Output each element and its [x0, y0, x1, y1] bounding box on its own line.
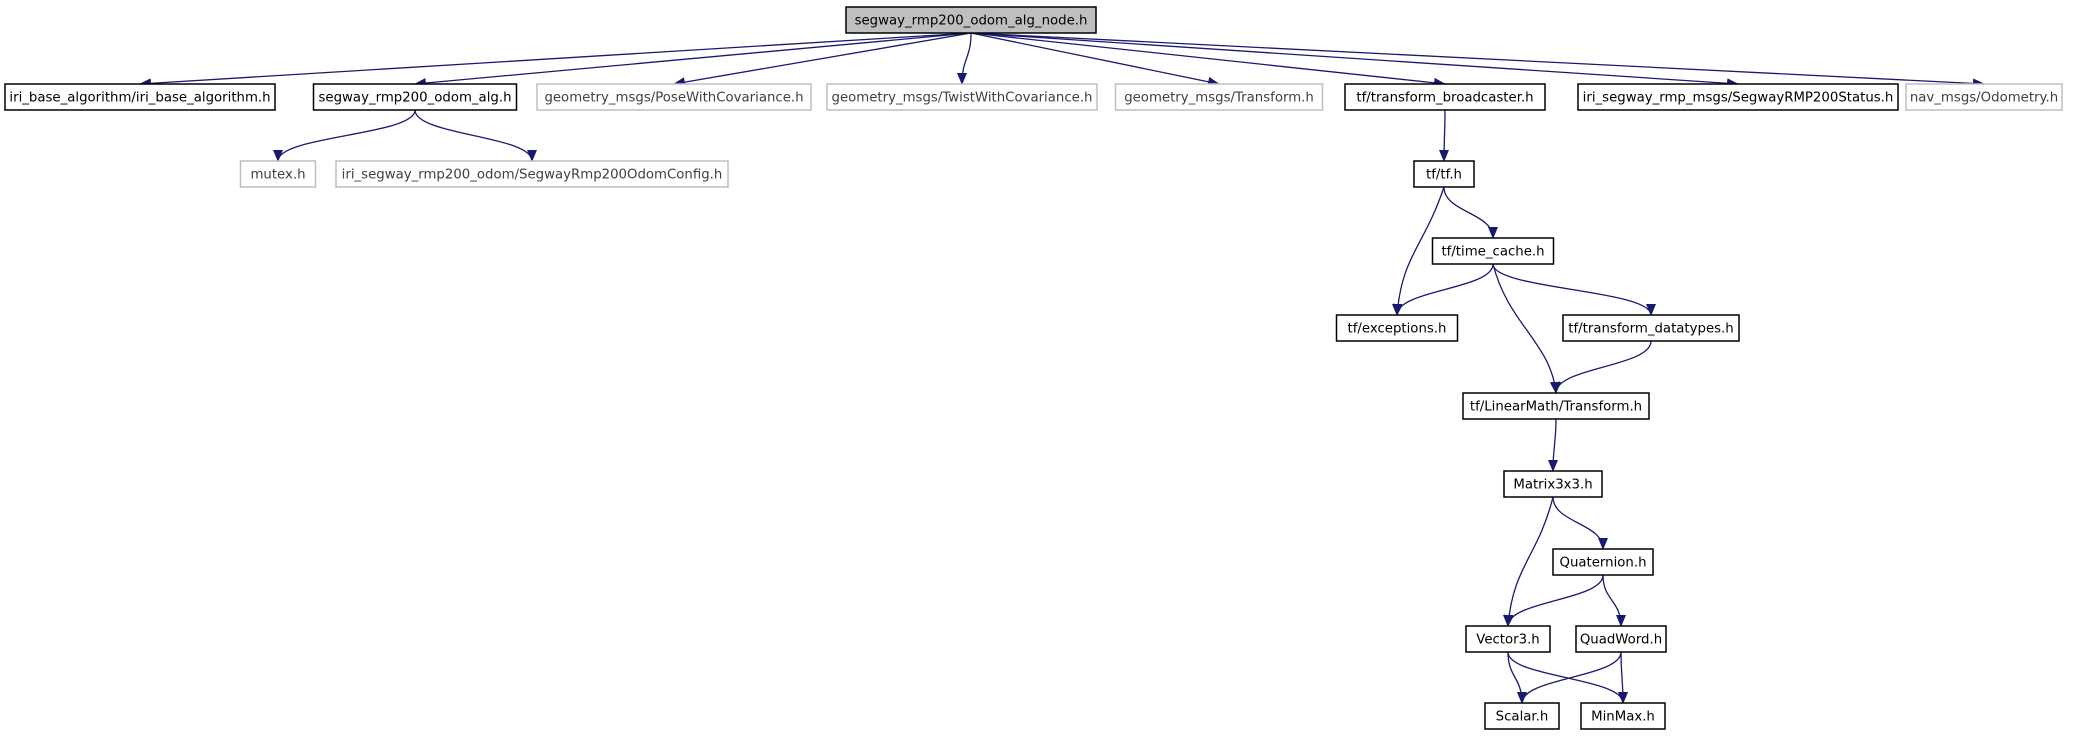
- node-v3-label: Vector3.h: [1476, 633, 1540, 648]
- node-mutex: mutex.h: [239, 160, 317, 188]
- node-tfbr-label: tf/transform_broadcaster.h: [1356, 91, 1533, 106]
- node-tftf-label: tf/tf.h: [1426, 168, 1462, 183]
- edge-tcache-to-tdt: [1492, 263, 1656, 316]
- edge-salg-to-scfg: [414, 109, 537, 162]
- node-sstat-box: [1577, 83, 1899, 111]
- edge-lmt-to-m3: [1548, 418, 1559, 472]
- node-scal[interactable]: Scalar.h: [1484, 702, 1560, 730]
- node-mutex-box: [239, 160, 317, 188]
- node-lmt-box: [1462, 392, 1650, 420]
- node-qw-label: QuadWord.h: [1580, 633, 1662, 648]
- node-qw-box: [1575, 625, 1667, 653]
- edge-m3-to-v3: [1503, 496, 1554, 627]
- edge-root-to-iriba: [139, 32, 972, 89]
- node-odom-label: nav_msgs/Odometry.h: [1910, 91, 2058, 106]
- node-minmax-box: [1580, 702, 1666, 730]
- node-exc[interactable]: tf/exceptions.h: [1335, 314, 1459, 342]
- edge-qw-to-minmax: [1617, 651, 1628, 704]
- node-odom: nav_msgs/Odometry.h: [1905, 83, 2063, 111]
- node-v3[interactable]: Vector3.h: [1465, 625, 1551, 653]
- edge-tcache-to-lmt: [1492, 263, 1560, 394]
- node-twist: geometry_msgs/TwistWithCovariance.h: [826, 83, 1098, 111]
- node-lmt[interactable]: tf/LinearMath/Transform.h: [1462, 392, 1650, 420]
- edge-m3-to-quat: [1552, 496, 1608, 550]
- node-qw[interactable]: QuadWord.h: [1575, 625, 1667, 653]
- node-sstat[interactable]: iri_segway_rmp_msgs/SegwayRMP200Status.h: [1577, 83, 1899, 111]
- node-gtrans-label: geometry_msgs/Transform.h: [1124, 91, 1314, 106]
- node-minmax[interactable]: MinMax.h: [1580, 702, 1666, 730]
- node-quat-label: Quaternion.h: [1559, 556, 1646, 571]
- edge-root-to-salg: [414, 32, 972, 88]
- node-root-box: [845, 6, 1097, 34]
- edges-layer: [139, 32, 1985, 704]
- node-scal-label: Scalar.h: [1496, 710, 1549, 725]
- node-m3[interactable]: Matrix3x3.h: [1503, 470, 1603, 498]
- edge-root-to-tfbr: [970, 32, 1446, 88]
- edge-root-to-twist: [957, 32, 972, 85]
- node-tcache-label: tf/time_cache.h: [1441, 245, 1544, 260]
- edge-root-to-sstat: [970, 32, 1739, 89]
- node-gtrans: geometry_msgs/Transform.h: [1114, 83, 1324, 111]
- node-exc-label: tf/exceptions.h: [1348, 322, 1447, 337]
- edge-quat-to-qw: [1602, 574, 1626, 627]
- node-m3-label: Matrix3x3.h: [1513, 478, 1592, 493]
- node-root-label: segway_rmp200_odom_alg_node.h: [855, 14, 1088, 29]
- edge-salg-to-mutex: [273, 109, 416, 162]
- node-scal-box: [1484, 702, 1560, 730]
- node-tcache-box: [1431, 237, 1555, 265]
- node-twist-label: geometry_msgs/TwistWithCovariance.h: [832, 91, 1093, 106]
- node-tftf[interactable]: tf/tf.h: [1413, 160, 1475, 188]
- node-iriba-label: iri_base_algorithm/iri_base_algorithm.h: [9, 91, 270, 106]
- edge-root-to-gtrans: [970, 32, 1220, 87]
- node-quat[interactable]: Quaternion.h: [1552, 548, 1654, 576]
- node-tdt-label: tf/transform_datatypes.h: [1568, 322, 1733, 337]
- edge-quat-to-v3: [1503, 574, 1604, 627]
- node-v3-box: [1465, 625, 1551, 653]
- node-mutex-label: mutex.h: [250, 168, 305, 183]
- node-odom-box: [1905, 83, 2063, 111]
- edge-tdt-to-lmt: [1551, 340, 1652, 394]
- edge-qw-to-scal: [1517, 651, 1622, 704]
- node-quat-box: [1552, 548, 1654, 576]
- edge-root-to-odom: [970, 32, 1985, 89]
- node-salg-label: segway_rmp200_odom_alg.h: [319, 91, 512, 106]
- node-sstat-label: iri_segway_rmp_msgs/SegwayRMP200Status.h: [1583, 91, 1894, 106]
- node-pose: geometry_msgs/PoseWithCovariance.h: [536, 83, 812, 111]
- node-lmt-label: tf/LinearMath/Transform.h: [1470, 400, 1642, 415]
- node-pose-box: [536, 83, 812, 111]
- node-tftf-box: [1413, 160, 1475, 188]
- edge-root-to-pose: [673, 32, 972, 88]
- node-scfg-label: iri_segway_rmp200_odom/SegwayRmp200OdomC…: [342, 168, 723, 183]
- node-scfg: iri_segway_rmp200_odom/SegwayRmp200OdomC…: [335, 160, 729, 188]
- edge-tfbr-to-tftf: [1439, 109, 1450, 162]
- node-salg[interactable]: segway_rmp200_odom_alg.h: [312, 83, 518, 111]
- node-tcache[interactable]: tf/time_cache.h: [1431, 237, 1555, 265]
- node-iriba-box: [4, 83, 276, 111]
- nodes-layer: segway_rmp200_odom_alg_node.h iri_base_al…: [4, 6, 2063, 730]
- node-salg-box: [312, 83, 518, 111]
- node-minmax-label: MinMax.h: [1591, 710, 1655, 725]
- node-gtrans-box: [1114, 83, 1324, 111]
- edge-tftf-to-tcache: [1443, 186, 1498, 239]
- node-iriba[interactable]: iri_base_algorithm/iri_base_algorithm.h: [4, 83, 276, 111]
- node-tfbr[interactable]: tf/transform_broadcaster.h: [1344, 83, 1546, 111]
- node-scfg-box: [335, 160, 729, 188]
- node-tdt[interactable]: tf/transform_datatypes.h: [1562, 314, 1740, 342]
- node-root[interactable]: segway_rmp200_odom_alg_node.h: [845, 6, 1097, 34]
- node-tfbr-box: [1344, 83, 1546, 111]
- edge-tftf-to-exc: [1392, 186, 1445, 316]
- edge-tcache-to-exc: [1392, 263, 1494, 316]
- node-tdt-box: [1562, 314, 1740, 342]
- node-twist-box: [826, 83, 1098, 111]
- edge-v3-to-scal: [1507, 651, 1527, 704]
- node-pose-label: geometry_msgs/PoseWithCovariance.h: [544, 91, 803, 106]
- node-m3-box: [1503, 470, 1603, 498]
- node-exc-box: [1335, 314, 1459, 342]
